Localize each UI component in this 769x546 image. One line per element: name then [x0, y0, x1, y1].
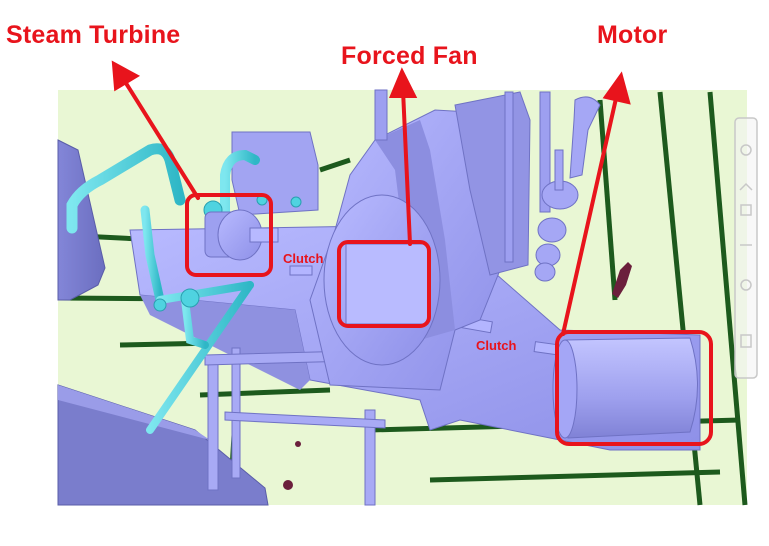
- callout-arrows: [111, 60, 631, 336]
- clutch-label-right: Clutch: [476, 338, 517, 353]
- highlight-boxes: [185, 193, 713, 446]
- instrument-column: [534, 96, 601, 282]
- small-valves: [283, 262, 632, 490]
- clutch-label-left: Clutch: [283, 251, 324, 266]
- turbine-highlight-box: [185, 193, 273, 277]
- fan-arrow: [401, 88, 412, 246]
- left-tank: [57, 139, 106, 301]
- motor-highlight-box: [555, 330, 713, 446]
- forced-fan-label: Forced Fan: [341, 42, 478, 70]
- viewer-toolbar: [734, 117, 758, 379]
- motor: [552, 337, 698, 439]
- motor-arrow: [561, 92, 619, 336]
- steam-turbine: [204, 209, 279, 261]
- steam-turbine-label: Steam Turbine: [6, 21, 181, 49]
- duct-column: [374, 89, 551, 263]
- motor-label: Motor: [597, 21, 668, 49]
- fan-highlight-box: [337, 240, 431, 328]
- clutch-shaft-left: [289, 265, 313, 276]
- turbine-arrow: [122, 78, 200, 200]
